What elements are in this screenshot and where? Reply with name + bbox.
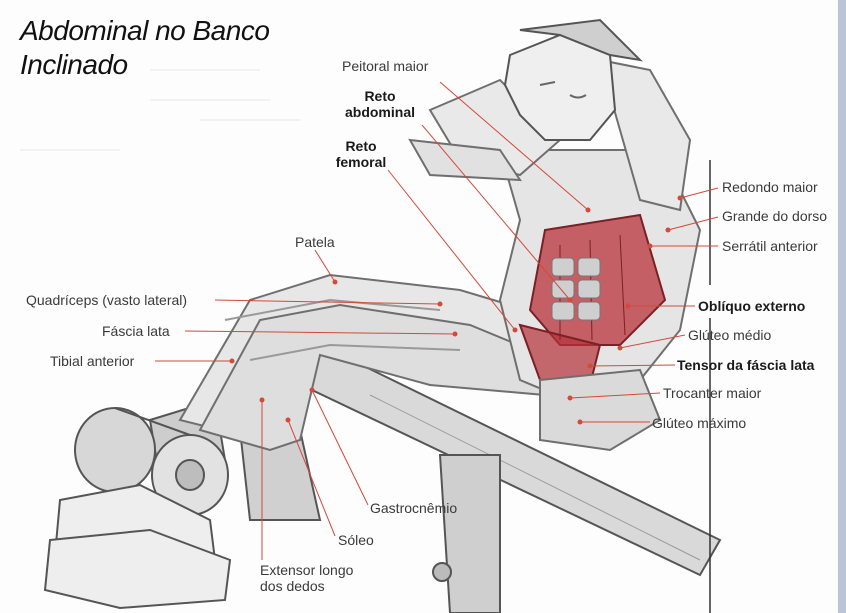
leader-fascia-lata <box>184 330 456 335</box>
background-texture <box>20 69 300 151</box>
leader-quadriceps <box>214 299 441 305</box>
label-extensor-line1: Extensor longo <box>260 562 354 578</box>
label-quadriceps: Quadríceps (vasto lateral) <box>26 292 188 308</box>
leader-gluteo-medio <box>619 334 686 349</box>
label-redondo-maior: Redondo maior <box>722 179 818 195</box>
label-gluteo-maximo: Glúteo máximo <box>652 415 747 431</box>
title-line-2: Inclinado <box>20 49 128 80</box>
label-reto-abdominal-line1: Reto <box>364 88 396 104</box>
leader-dots <box>229 195 683 425</box>
right-frame-border <box>838 0 846 613</box>
leader-patela <box>314 249 336 283</box>
label-obliquo-externo: Oblíquo externo <box>698 298 806 314</box>
leader-reto-abdominal <box>421 124 571 301</box>
leader-trocanter-maior <box>569 392 661 399</box>
shoes <box>43 483 232 610</box>
leader-reto-femoral <box>387 169 516 331</box>
leader-soleo <box>287 419 336 537</box>
label-reto-femoral-line2: femoral <box>335 154 387 170</box>
arms <box>408 58 692 212</box>
label-gluteo-medio: Glúteo médio <box>688 327 772 343</box>
label-extensor-longo-dos-dedos: Extensor longo dos dedos <box>260 562 353 594</box>
label-serratil-anterior: Serrátil anterior <box>722 238 818 254</box>
diagram-title: Abdominal no Banco Inclinado <box>20 14 270 82</box>
label-reto-abdominal: Reto abdominal <box>336 88 424 120</box>
leader-redondo-maior <box>679 187 719 199</box>
label-tibial-anterior: Tibial anterior <box>50 353 135 369</box>
label-patela: Patela <box>295 234 335 250</box>
foot-roller <box>74 407 229 516</box>
label-reto-abdominal-line2: abdominal <box>344 104 415 120</box>
label-reto-femoral-line1: Reto <box>345 138 377 154</box>
label-tensor-fascia-lata: Tensor da fáscia lata <box>677 357 815 373</box>
label-grande-dorso: Grande do dorso <box>722 208 828 224</box>
leader-gastrocnemio <box>311 389 369 506</box>
title-line-1: Abdominal no Banco <box>20 15 270 46</box>
head <box>503 18 643 141</box>
label-extensor-line2: dos dedos <box>260 578 325 594</box>
label-trocanter-maior: Trocanter maior <box>663 385 762 401</box>
label-reto-femoral: Reto femoral <box>326 138 396 170</box>
label-soleo: Sóleo <box>338 532 374 548</box>
torso <box>498 149 702 452</box>
label-fascia-lata: Fáscia lata <box>102 323 170 339</box>
leader-lines <box>155 81 719 560</box>
label-gastrocnemio: Gastrocnêmio <box>370 500 458 516</box>
label-peitoral-maior: Peitoral maior <box>342 58 429 74</box>
leader-peitoral-maior <box>439 81 589 211</box>
leader-tensor-fascia-lata <box>589 364 676 367</box>
leader-grande-dorso <box>667 216 719 231</box>
